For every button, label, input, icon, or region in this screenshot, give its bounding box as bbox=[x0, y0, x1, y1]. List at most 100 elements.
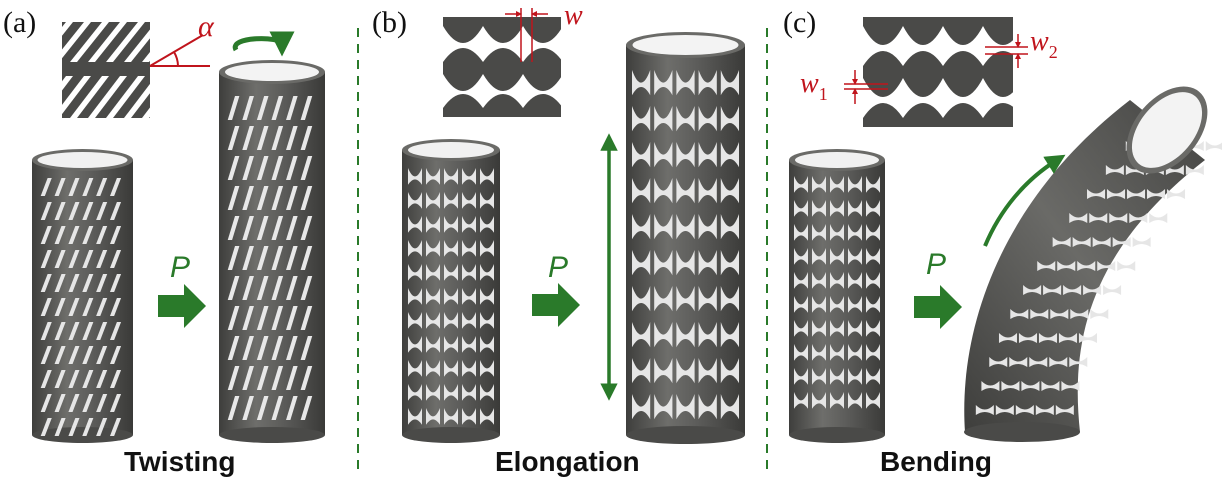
diagonal-slot bbox=[300, 366, 313, 390]
tube-c-before bbox=[789, 149, 885, 443]
cusp-hole bbox=[1070, 309, 1089, 319]
diagonal-slot bbox=[286, 96, 298, 120]
diagonal-slot bbox=[62, 22, 91, 59]
diagonal-slot bbox=[271, 96, 284, 120]
diagonal-slot bbox=[82, 202, 94, 220]
cusp-cell bbox=[863, 26, 903, 66]
cusp-hole bbox=[1063, 285, 1082, 295]
cusp-hole bbox=[794, 176, 808, 193]
cusp-hole bbox=[462, 240, 476, 257]
diagonal-slot bbox=[109, 202, 122, 220]
cusp-hole bbox=[830, 200, 844, 217]
diagonal-slot bbox=[271, 186, 284, 210]
diagonal-slot bbox=[256, 396, 269, 420]
cusp-hole bbox=[812, 368, 826, 385]
diagonal-slot bbox=[300, 396, 313, 420]
diagonal-slot bbox=[300, 96, 313, 120]
diagonal-slot bbox=[54, 250, 66, 268]
cusp-hole bbox=[1107, 189, 1126, 199]
diagonal-slot bbox=[242, 186, 254, 210]
cusp-hole bbox=[1030, 309, 1049, 319]
diagonal-slot bbox=[256, 306, 269, 330]
cusp-hole bbox=[408, 288, 422, 305]
cusp-hole bbox=[654, 322, 673, 348]
cusp-hole bbox=[1103, 285, 1122, 295]
cusp-hole bbox=[408, 264, 422, 281]
cusp-hole bbox=[462, 192, 476, 209]
diagonal-slot bbox=[256, 336, 269, 360]
diagonal-slot bbox=[96, 226, 108, 244]
panel-a-label: (a) bbox=[3, 6, 36, 39]
cusp-hole bbox=[794, 296, 808, 313]
cusp-hole bbox=[1129, 213, 1148, 223]
diagonal-slot bbox=[286, 396, 298, 420]
cusp-hole bbox=[1117, 261, 1136, 271]
cusp-hole bbox=[408, 168, 422, 185]
cusp-hole bbox=[998, 333, 1017, 343]
action-arrow-a bbox=[158, 284, 206, 328]
diagonal-slot bbox=[124, 83, 150, 118]
cusp-cell bbox=[983, 26, 1013, 66]
alpha-angle-annotation: α bbox=[149, 10, 215, 67]
cusp-hole bbox=[794, 224, 808, 241]
tube-a-before bbox=[32, 149, 133, 443]
diagonal-slot bbox=[286, 216, 298, 240]
diagonal-slot bbox=[40, 226, 52, 244]
diagonal-slot bbox=[82, 418, 94, 436]
cusp-hole bbox=[1021, 381, 1040, 391]
cusp-hole bbox=[720, 358, 739, 384]
cusp-hole bbox=[654, 286, 673, 312]
diagonal-slot bbox=[300, 336, 313, 360]
diagonal-slot bbox=[300, 156, 313, 180]
diagonal-slot bbox=[62, 22, 73, 36]
diagonal-slot bbox=[68, 274, 80, 292]
cusp-hole bbox=[866, 296, 880, 313]
cusp-cell bbox=[983, 78, 1013, 118]
cusp-hole bbox=[1167, 189, 1186, 199]
diagonal-slot bbox=[54, 298, 66, 316]
cusp-cell bbox=[943, 78, 983, 118]
diagonal-slot bbox=[70, 22, 109, 62]
cusp-cell bbox=[863, 78, 903, 118]
cusp-hole bbox=[866, 272, 880, 289]
cusp-hole bbox=[444, 216, 458, 233]
cusp-hole bbox=[632, 214, 651, 240]
cusp-hole bbox=[1205, 141, 1222, 151]
diagonal-slot bbox=[82, 226, 94, 244]
diagonal-slot bbox=[40, 394, 52, 412]
diagonal-slot bbox=[68, 178, 80, 196]
diagonal-slot bbox=[242, 216, 254, 240]
diagonal-slot bbox=[300, 216, 313, 240]
diagonal-slot bbox=[68, 226, 80, 244]
diagonal-slot bbox=[109, 274, 122, 292]
cusp-hole bbox=[444, 264, 458, 281]
diagonal-slot bbox=[54, 418, 66, 436]
w2-width-annotation: w2 bbox=[985, 26, 1058, 68]
cusp-hole bbox=[698, 178, 717, 204]
diagonal-slot bbox=[300, 186, 313, 210]
diagonal-slot bbox=[271, 246, 284, 270]
cusp-hole bbox=[1038, 333, 1057, 343]
tube-b-after bbox=[626, 32, 745, 444]
cusp-hole bbox=[975, 405, 994, 415]
cusp-hole bbox=[698, 214, 717, 240]
diagonal-slot bbox=[109, 250, 122, 268]
diagonal-slot bbox=[256, 246, 269, 270]
diagonal-slot bbox=[242, 156, 254, 180]
w2-letter: w bbox=[1030, 26, 1049, 57]
diagonal-slot bbox=[142, 52, 150, 62]
cusp-hole bbox=[698, 358, 717, 384]
diagonal-slot bbox=[286, 126, 298, 150]
cusp-hole bbox=[462, 336, 476, 353]
diagonal-slot bbox=[227, 126, 240, 150]
cusp-hole bbox=[720, 178, 739, 204]
cusp-hole bbox=[632, 250, 651, 276]
diagonal-slot bbox=[40, 274, 52, 292]
cusp-hole bbox=[848, 320, 862, 337]
caption-bending: Bending bbox=[880, 446, 992, 477]
cusp-hole bbox=[698, 286, 717, 312]
cusp-hole bbox=[1125, 165, 1144, 175]
cusp-hole bbox=[866, 176, 880, 193]
diagonal-slot bbox=[82, 322, 94, 340]
cusp-hole bbox=[676, 286, 695, 312]
